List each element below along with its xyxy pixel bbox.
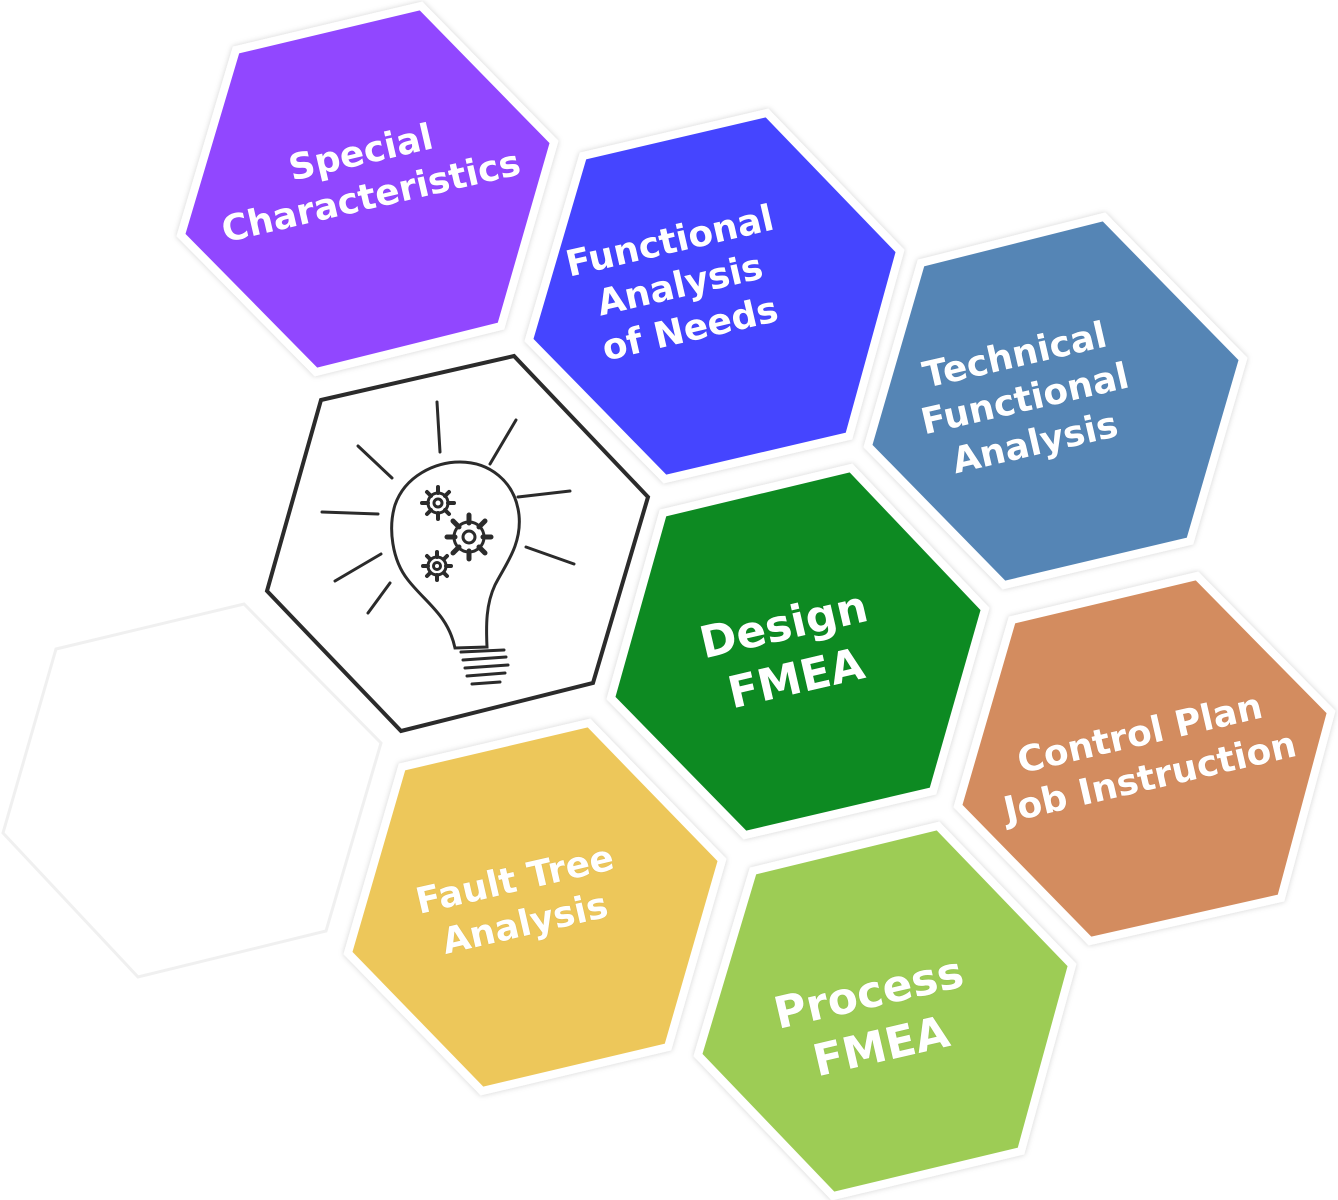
lightbulb-gears-icon	[320, 400, 576, 686]
functional-analysis-needs-hexagon	[524, 108, 905, 484]
control-plan-hexagon	[953, 571, 1336, 946]
empty-hexagon	[1, 602, 383, 979]
process-fmea-hexagon	[693, 821, 1077, 1200]
special-characteristics-hexagon	[176, 1, 559, 377]
lightbulb-hexagon	[264, 353, 651, 734]
technical-functional-analysis-hexagon	[863, 212, 1248, 590]
design-fmea-hexagon	[606, 463, 990, 840]
fault-tree-analysis-hexagon	[343, 718, 727, 1096]
